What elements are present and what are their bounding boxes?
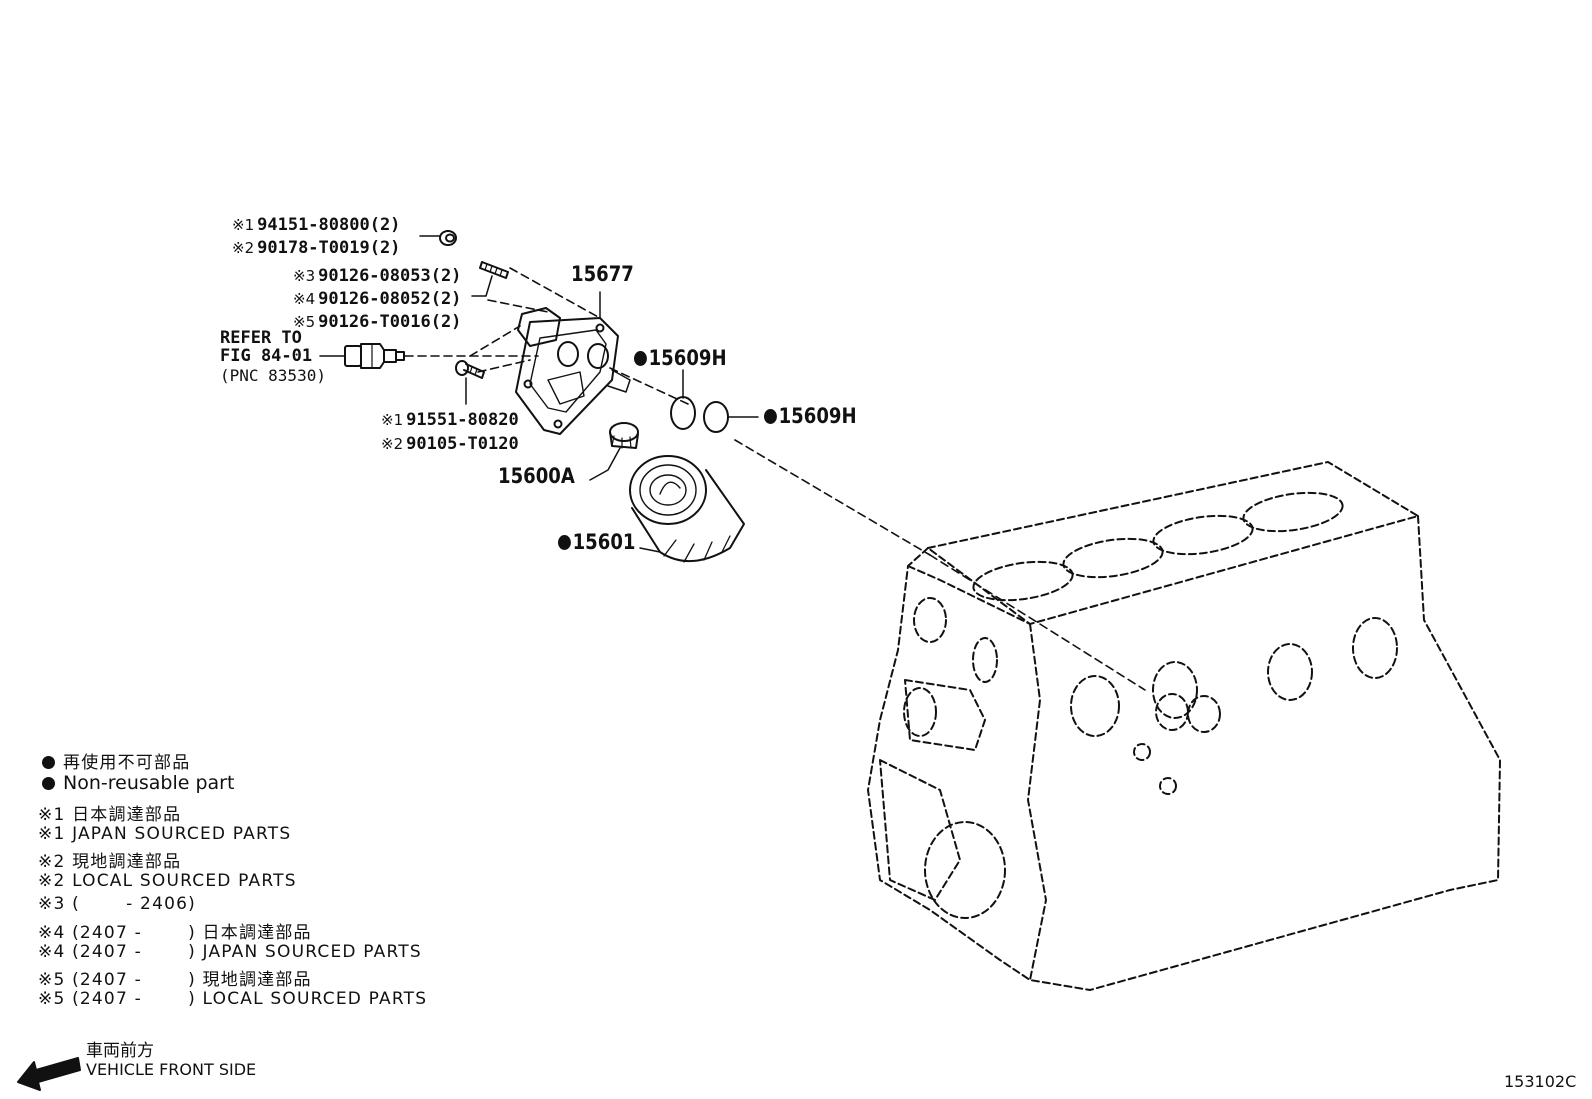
non-reusable-dot-icon xyxy=(558,535,571,550)
legend-item: Non-reusable part xyxy=(42,772,234,794)
figure-id: 153102C xyxy=(1504,1072,1577,1091)
part-number: 90126-08053(2) xyxy=(318,266,462,286)
legend-item: ※4 (2407 - ) JAPAN SOURCED PARTS xyxy=(38,942,422,962)
refer-line-2: FIG 84-01 xyxy=(220,346,313,366)
part-number: 15601 xyxy=(572,530,636,554)
part-number: 94151-80800(2) xyxy=(257,215,401,235)
legend-item: ※1 日本調達部品 xyxy=(38,805,182,825)
mark-label: ※1 xyxy=(381,411,404,429)
part-number: 90126-08052(2) xyxy=(318,289,462,309)
oil-filter-bracket xyxy=(515,291,631,435)
mark-label: ※2 xyxy=(232,239,255,257)
part-number: 91551-80820 xyxy=(406,410,519,430)
mark-label: ※1 xyxy=(232,216,255,234)
mark-label: ※2 xyxy=(381,435,404,453)
union-bolt xyxy=(589,422,639,481)
legend-item: ※4 (2407 - ) 日本調達部品 xyxy=(38,923,312,943)
o-rings xyxy=(670,369,759,433)
part-number: 15609H xyxy=(648,346,727,370)
callout-oring-top: 15609H xyxy=(634,346,727,370)
non-reusable-dot-icon xyxy=(42,756,55,769)
refer-line-3: (PNC 83530) xyxy=(220,366,326,385)
legend-item: ※2 LOCAL SOURCED PARTS xyxy=(38,871,297,891)
non-reusable-dot-icon xyxy=(634,351,647,366)
part-number: 90126-T0016(2) xyxy=(318,312,462,332)
legend-item: 再使用不可部品 xyxy=(42,748,190,773)
assembly-lines xyxy=(404,267,1146,691)
vehicle-front-jp: 車両前方 xyxy=(86,1041,154,1061)
legend-item: ※2 現地調達部品 xyxy=(38,852,182,872)
nut xyxy=(419,230,457,246)
callout-filter: 15601 xyxy=(558,530,635,554)
bolt xyxy=(455,360,485,405)
legend-item: ※3 ( - 2406) xyxy=(38,894,196,914)
mark-label: ※3 xyxy=(293,267,316,285)
callout-bracket: 15677 xyxy=(571,262,634,286)
mark-label: ※5 xyxy=(293,313,316,331)
non-reusable-dot-icon xyxy=(764,409,777,424)
part-number: 90105-T0120 xyxy=(406,434,519,454)
callout-oring-right: 15609H xyxy=(764,404,857,428)
callout-union: 15600A xyxy=(498,464,575,488)
engine-block xyxy=(867,461,1501,991)
non-reusable-dot-icon xyxy=(42,777,55,790)
part-number: 90178-T0019(2) xyxy=(257,238,401,258)
vehicle-front-arrow-icon xyxy=(17,1057,81,1091)
legend-item: ※1 JAPAN SOURCED PARTS xyxy=(38,824,292,844)
refer-line-1: REFER TO xyxy=(220,328,302,348)
vehicle-front-en: VEHICLE FRONT SIDE xyxy=(86,1060,257,1079)
legend-item: ※5 (2407 - ) 現地調達部品 xyxy=(38,970,312,990)
legend-item: ※5 (2407 - ) LOCAL SOURCED PARTS xyxy=(38,989,428,1009)
stud-bolt xyxy=(471,261,509,297)
oil-filter xyxy=(629,455,745,563)
mark-label: ※4 xyxy=(293,290,316,308)
oil-pressure-switch xyxy=(319,343,405,369)
part-number: 15609H xyxy=(778,404,857,428)
